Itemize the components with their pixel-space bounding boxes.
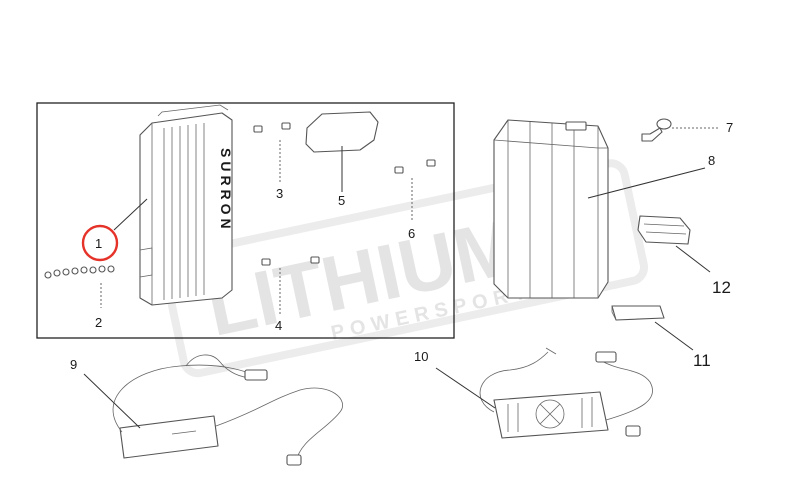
leader-1 (113, 198, 148, 231)
leader-12 (675, 245, 711, 273)
bms-board (637, 215, 691, 245)
leader-8 (587, 167, 706, 199)
nuts-set (44, 265, 115, 279)
charge-port-cap (641, 118, 672, 142)
screws-right (394, 159, 436, 174)
callout-9: 9 (70, 357, 77, 372)
callout-1: 1 (95, 236, 102, 251)
leader-9 (83, 373, 141, 429)
callout-10: 10 (414, 349, 428, 364)
battery-cell-pack (493, 119, 609, 299)
battery-pad (611, 305, 665, 321)
screws-top (253, 122, 291, 133)
callout-5: 5 (338, 193, 345, 208)
leader-11 (654, 321, 694, 351)
screws-bottom (261, 256, 320, 266)
battery-housing: SURRON (139, 104, 234, 306)
callout-7: 7 (726, 120, 733, 135)
fast-charger-unit (479, 347, 653, 439)
callout-6: 6 (408, 226, 415, 241)
callout-3: 3 (276, 186, 283, 201)
leader-10 (435, 367, 496, 409)
cover-plate (305, 111, 379, 153)
callout-12: 12 (712, 278, 731, 297)
highlight-circle-part-1 (81, 224, 119, 262)
callout-11: 11 (693, 351, 711, 370)
battery-brand-label: SURRON (218, 148, 234, 233)
callout-4: 4 (275, 318, 282, 333)
charger-unit (112, 354, 343, 466)
battery-assembly-frame (36, 102, 455, 339)
callout-8: 8 (708, 153, 715, 168)
callout-2: 2 (95, 315, 102, 330)
